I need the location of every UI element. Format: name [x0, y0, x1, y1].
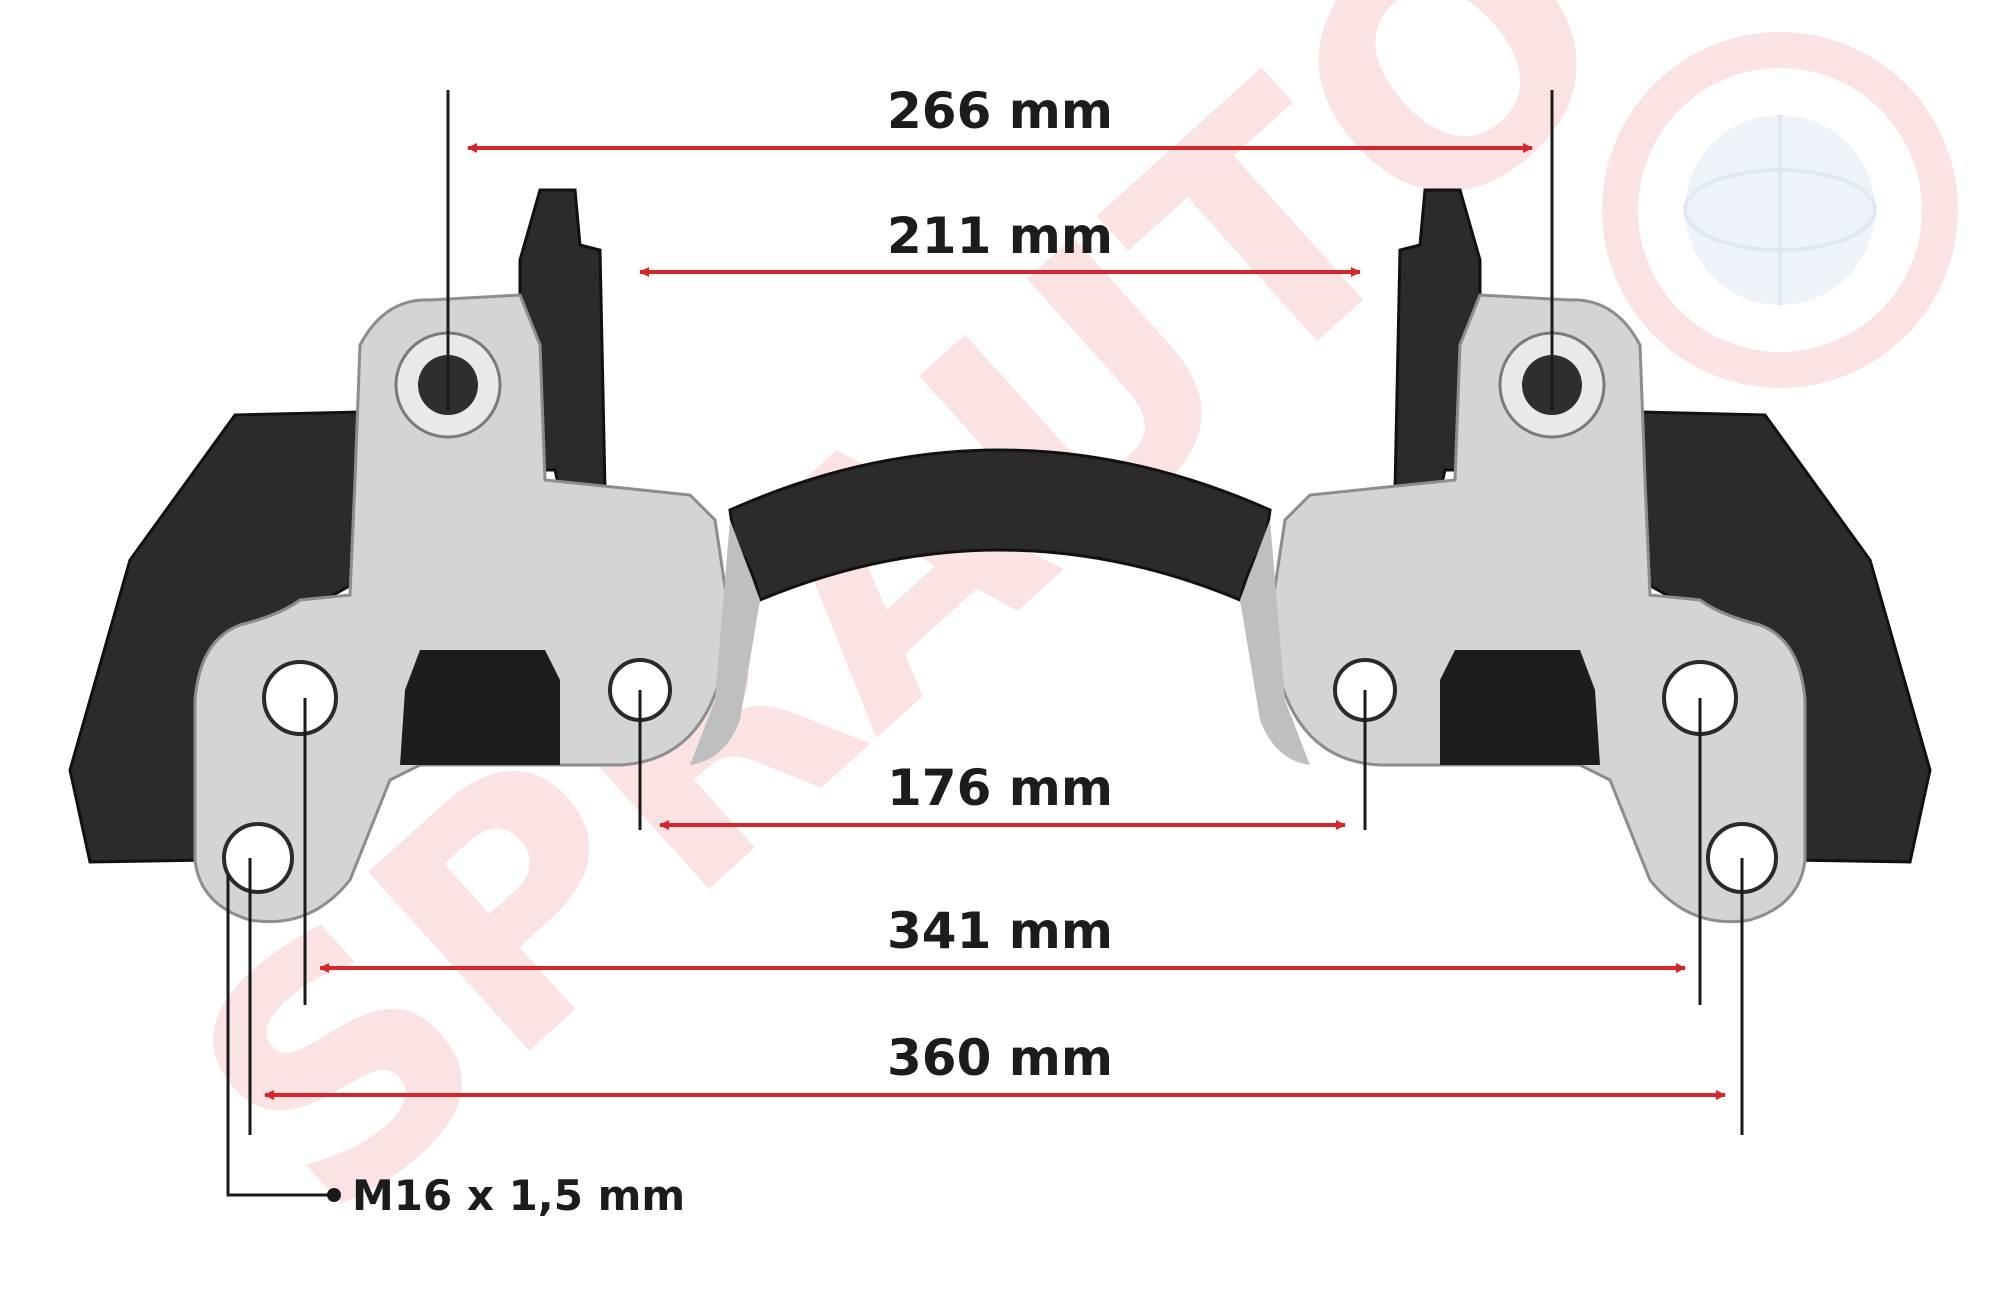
- globe-icon: [1602, 32, 1958, 388]
- right-bracket-window: [1440, 650, 1600, 765]
- thread-leader-dot: [327, 1188, 341, 1202]
- extension-lines: [226, 90, 1744, 1202]
- label-266: 266 mm: [887, 82, 1113, 140]
- thread-note: M16 x 1,5 mm: [352, 1171, 685, 1220]
- arch-support-right: [1240, 520, 1310, 765]
- left-bracket: [193, 293, 732, 924]
- dimension-labels: 266 mm 211 mm 176 mm 341 mm 360 mm M16 x…: [352, 82, 1113, 1220]
- label-360: 360 mm: [887, 1029, 1113, 1087]
- label-176: 176 mm: [887, 759, 1113, 817]
- thread-leader: [226, 875, 330, 1197]
- label-211: 211 mm: [887, 207, 1113, 265]
- left-outer-lower-hole: [222, 822, 294, 894]
- left-outer-upper-hole: [262, 660, 338, 736]
- center-arch: [728, 448, 1272, 603]
- arch-support-left: [690, 520, 760, 765]
- brake-carrier: [68, 188, 1932, 924]
- dimension-arrows: [264, 143, 1726, 1100]
- label-341: 341 mm: [887, 902, 1113, 960]
- left-bracket-window: [400, 650, 560, 765]
